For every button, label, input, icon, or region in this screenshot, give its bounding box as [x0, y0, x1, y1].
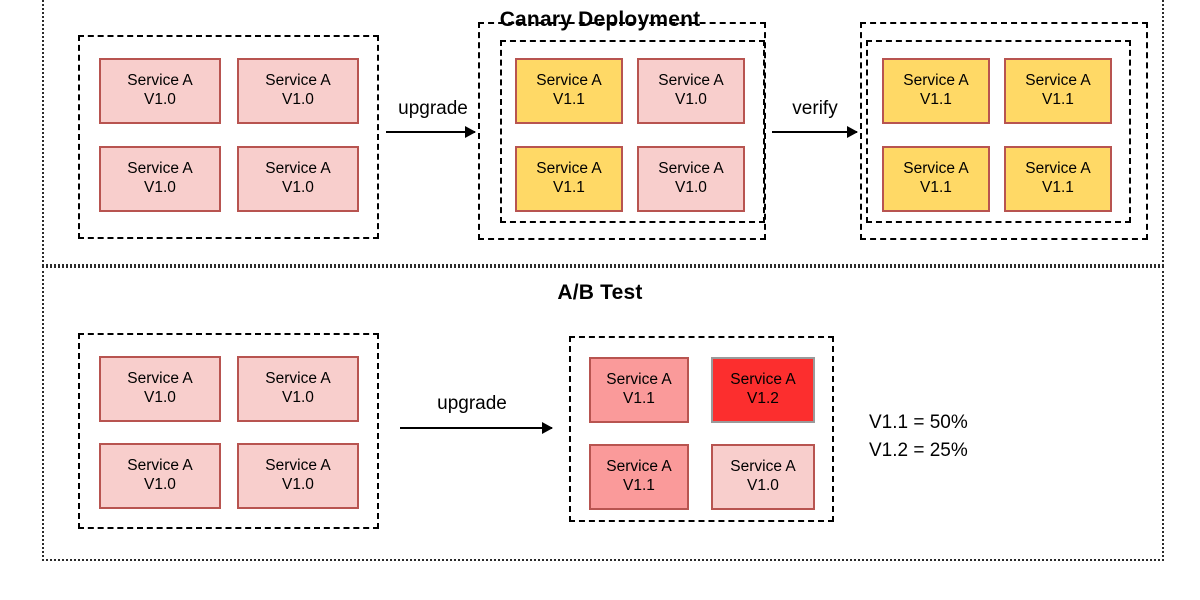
canary-initial-group [78, 35, 379, 239]
service-node-version: V1.2 [747, 390, 779, 407]
service-node-name: Service A [127, 457, 193, 475]
service-node-version: V1.0 [675, 179, 707, 196]
canary-verify-arrow-label: verify [792, 98, 838, 119]
service-node: Service A V1.1 [882, 146, 990, 212]
service-node-version: V1.0 [282, 179, 314, 196]
service-node-version: V1.1 [920, 179, 952, 196]
service-node-name: Service A [536, 160, 602, 178]
service-node-name: Service A [127, 72, 193, 90]
service-node: Service A V1.0 [237, 146, 359, 212]
service-node: Service A V1.1 [882, 58, 990, 124]
service-node: Service A V1.0 [237, 58, 359, 124]
service-node: Service A V1.2 [711, 357, 815, 423]
service-node-version: V1.0 [282, 91, 314, 108]
service-node: Service A V1.1 [589, 444, 689, 510]
service-node-name: Service A [1025, 72, 1091, 90]
service-node-name: Service A [606, 371, 672, 389]
service-node: Service A V1.0 [637, 58, 745, 124]
ab-initial-group [78, 333, 379, 529]
canary-partial-group [500, 40, 765, 223]
service-node-version: V1.1 [623, 390, 655, 407]
service-node-version: V1.1 [623, 477, 655, 494]
service-node: Service A V1.0 [637, 146, 745, 212]
canary-verify-arrow [772, 126, 858, 138]
service-node-name: Service A [658, 72, 724, 90]
ab-traffic-split-legend: V1.1 = 50% V1.2 = 25% [869, 409, 968, 464]
service-node-name: Service A [658, 160, 724, 178]
service-node: Service A V1.0 [99, 146, 221, 212]
service-node-name: Service A [606, 458, 672, 476]
service-node: Service A V1.1 [515, 58, 623, 124]
canary-upgrade-arrow [386, 126, 476, 138]
service-node-name: Service A [1025, 160, 1091, 178]
service-node: Service A V1.0 [99, 356, 221, 422]
service-node-name: Service A [127, 370, 193, 388]
canary-deployment-title: Canary Deployment [499, 8, 701, 31]
canary-upgrade-arrow-label: upgrade [398, 98, 468, 119]
service-node-version: V1.1 [1042, 91, 1074, 108]
ab-result-group [569, 336, 834, 522]
service-node-version: V1.1 [1042, 179, 1074, 196]
service-node-version: V1.0 [675, 91, 707, 108]
service-node-name: Service A [265, 457, 331, 475]
service-node: Service A V1.1 [1004, 146, 1112, 212]
service-node: Service A V1.1 [589, 357, 689, 423]
service-node-version: V1.0 [144, 476, 176, 493]
canary-complete-group-outer [860, 22, 1148, 240]
service-node-name: Service A [127, 160, 193, 178]
service-node-version: V1.0 [144, 389, 176, 406]
service-node-version: V1.1 [920, 91, 952, 108]
service-node-name: Service A [730, 458, 796, 476]
service-node-name: Service A [903, 72, 969, 90]
service-node-version: V1.0 [282, 389, 314, 406]
service-node-name: Service A [536, 72, 602, 90]
service-node-name: Service A [265, 370, 331, 388]
service-node-version: V1.0 [282, 476, 314, 493]
canary-complete-group [866, 40, 1131, 223]
service-node-name: Service A [265, 160, 331, 178]
ab-upgrade-arrow-label: upgrade [437, 393, 507, 414]
service-node: Service A V1.1 [515, 146, 623, 212]
service-node-name: Service A [903, 160, 969, 178]
service-node: Service A V1.1 [1004, 58, 1112, 124]
service-node-version: V1.1 [553, 179, 585, 196]
service-node: Service A V1.0 [99, 58, 221, 124]
service-node: Service A V1.0 [711, 444, 815, 510]
service-node: Service A V1.0 [99, 443, 221, 509]
service-node-version: V1.0 [747, 477, 779, 494]
service-node-version: V1.0 [144, 91, 176, 108]
canary-partial-group-outer [478, 22, 766, 240]
service-node: Service A V1.0 [237, 443, 359, 509]
service-node-version: V1.1 [553, 91, 585, 108]
service-node-name: Service A [265, 72, 331, 90]
service-node-version: V1.0 [144, 179, 176, 196]
ab-test-title: A/B Test [557, 281, 643, 304]
ab-upgrade-arrow [400, 422, 553, 434]
service-node: Service A V1.0 [237, 356, 359, 422]
service-node-name: Service A [730, 371, 796, 389]
legend-line-v12: V1.2 = 25% [869, 439, 968, 461]
legend-line-v11: V1.1 = 50% [869, 412, 968, 433]
